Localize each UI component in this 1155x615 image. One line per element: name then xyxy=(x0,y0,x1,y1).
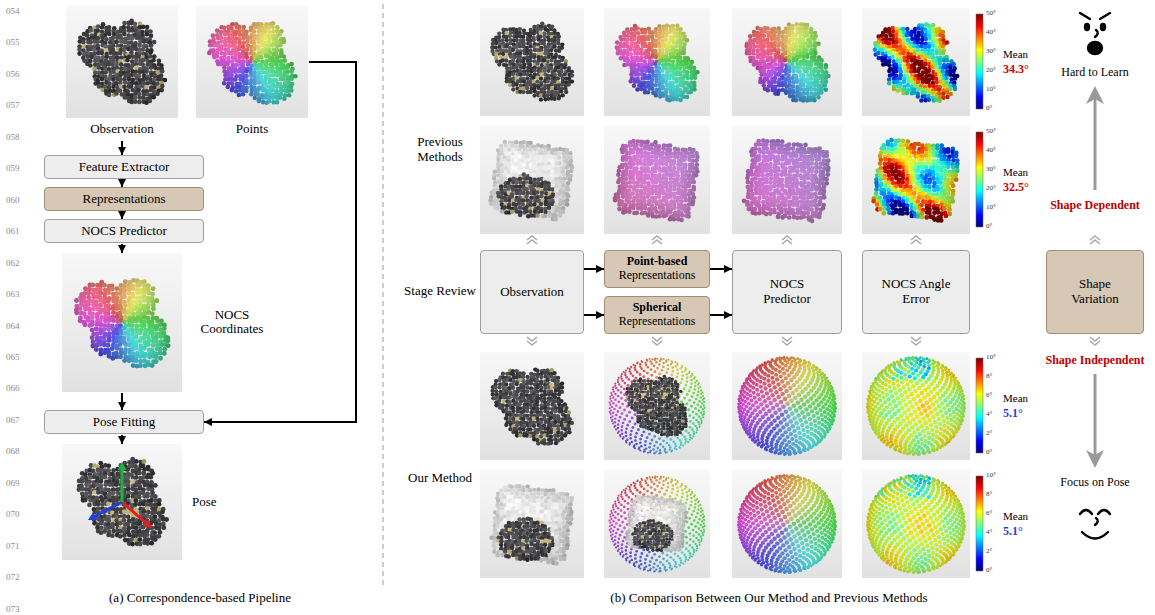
figure: ObservationPointsFeature ExtractorRepres… xyxy=(0,0,1155,615)
